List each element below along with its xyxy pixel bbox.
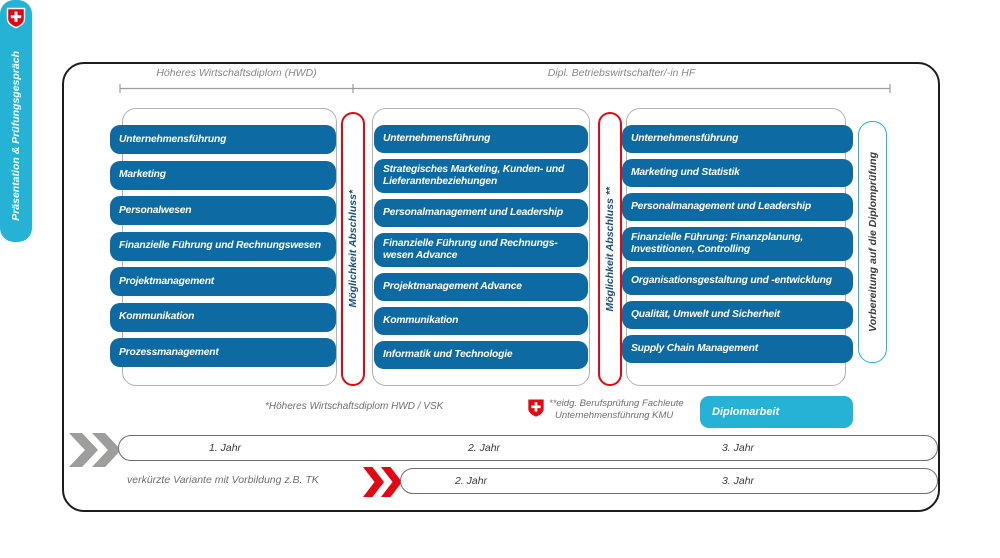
module-box: Projektmanagement (110, 267, 336, 296)
module-label: Qualität, Umwelt und Sicherheit (631, 309, 780, 321)
header-hf: Dipl. Betriebswirtschafter/-in HF (547, 67, 696, 79)
module-box: Qualität, Umwelt und Sicherheit (622, 301, 853, 329)
module-label: Personalmanagement und Leadership (631, 201, 811, 213)
module-box: Finanzielle Führung und Rechnungswesen (110, 231, 336, 261)
header-bracket-line (119, 84, 891, 93)
presentation-pill: Präsentation & Prüfungsgespräch (0, 0, 32, 242)
module-label: Kommunikation (383, 315, 459, 327)
module-label: Finanzielle Führung und Rechnungswesen (119, 240, 321, 252)
module-box: Finanzielle Führung und Rechnungs- wesen… (374, 233, 588, 267)
module-label: Personalmanagement und Leadership (383, 207, 563, 219)
module-label: Finanzielle Führung: Finanzplanung, Inve… (631, 232, 804, 255)
module-label: Organisationsgestaltung und -entwicklung (631, 275, 832, 287)
exit-option-label-2: Möglichkeit Abschluss ** (604, 186, 616, 312)
module-label: Marketing und Statistik (631, 167, 740, 179)
footnote-kmu-line2: Unternehmensführung KMU (555, 410, 674, 422)
module-box: Strategisches Marketing, Kunden- und Lie… (374, 159, 588, 193)
module-box: Personalmanagement und Leadership (622, 193, 853, 221)
timeline-full: 1. Jahr 2. Jahr 3. Jahr (118, 435, 938, 461)
timeline-short: 2. Jahr 3. Jahr (400, 468, 938, 494)
exam-preparation-label: Vorbereitung auf die Diplomprüfung (866, 152, 879, 332)
module-box: Projektmanagement Advance (374, 273, 588, 301)
module-box: Marketing und Statistik (622, 159, 853, 187)
module-box: Personalwesen (110, 196, 336, 225)
year-label: 2. Jahr (467, 442, 501, 454)
diagram-frame (62, 62, 940, 512)
exit-option-pill-2: Möglichkeit Abschluss ** (598, 112, 622, 386)
year-label: 3. Jahr (721, 442, 755, 454)
module-box: Kommunikation (374, 307, 588, 335)
swiss-shield-icon (528, 399, 544, 417)
module-box: Unternehmensführung (110, 125, 336, 154)
module-label: Projektmanagement Advance (383, 281, 522, 293)
module-box: Prozessmanagement (110, 338, 336, 367)
module-box: Informatik und Technologie (374, 341, 588, 369)
module-label: Unternehmensführung (631, 133, 739, 145)
module-label: Kommunikation (119, 311, 195, 323)
module-label: Strategisches Marketing, Kunden- und Lie… (383, 164, 565, 187)
year-label: 3. Jahr (721, 475, 755, 487)
footnote-kmu: **eidg. Berufsprüfung Fachleute Unterneh… (549, 398, 684, 423)
presentation-label: Präsentation & Prüfungsgespräch (10, 50, 22, 221)
shortened-variant-caption: verkürzte Variante mit Vorbildung z.B. T… (127, 474, 319, 486)
module-box: Kommunikation (110, 302, 336, 332)
exit-option-pill-1: Möglichkeit Abschluss* (341, 112, 365, 386)
module-label: Personalwesen (119, 204, 192, 216)
diplomarbeit-box: Diplomarbeit (700, 396, 853, 428)
header-hwd: Höheres Wirtschaftsdiplom (HWD) (156, 67, 317, 79)
module-label: Supply Chain Management (631, 343, 758, 355)
footnote-hwd: *Höheres Wirtschaftsdiplom HWD / VSK (265, 401, 444, 412)
module-box: Unternehmensführung (622, 125, 853, 153)
exam-preparation-pill: Vorbereitung auf die Diplomprüfung (858, 121, 887, 363)
year-label: 1. Jahr (208, 442, 242, 454)
module-box: Unternehmensführung (374, 125, 588, 153)
exit-option-label-1: Möglichkeit Abschluss* (347, 190, 359, 308)
module-label: Marketing (119, 169, 166, 181)
footnote-kmu-line1: **eidg. Berufsprüfung Fachleute (549, 398, 684, 409)
module-label: Finanzielle Führung und Rechnungs- wesen… (383, 238, 558, 261)
module-box: Finanzielle Führung: Finanzplanung, Inve… (622, 227, 853, 261)
module-box: Personalmanagement und Leadership (374, 199, 588, 227)
diplomarbeit-label: Diplomarbeit (712, 406, 780, 418)
module-box: Marketing (110, 160, 336, 190)
module-label: Prozessmanagement (119, 346, 219, 358)
module-label: Unternehmensführung (119, 133, 227, 145)
column-frame-hf-year2 (372, 108, 590, 386)
swiss-shield-icon (6, 7, 26, 29)
year-label: 2. Jahr (454, 475, 488, 487)
module-box: Supply Chain Management (622, 335, 853, 363)
module-label: Informatik und Technologie (383, 349, 513, 361)
module-box: Organisationsgestaltung und -entwicklung (622, 267, 853, 295)
module-label: Projektmanagement (119, 275, 215, 287)
module-label: Unternehmensführung (383, 133, 491, 145)
